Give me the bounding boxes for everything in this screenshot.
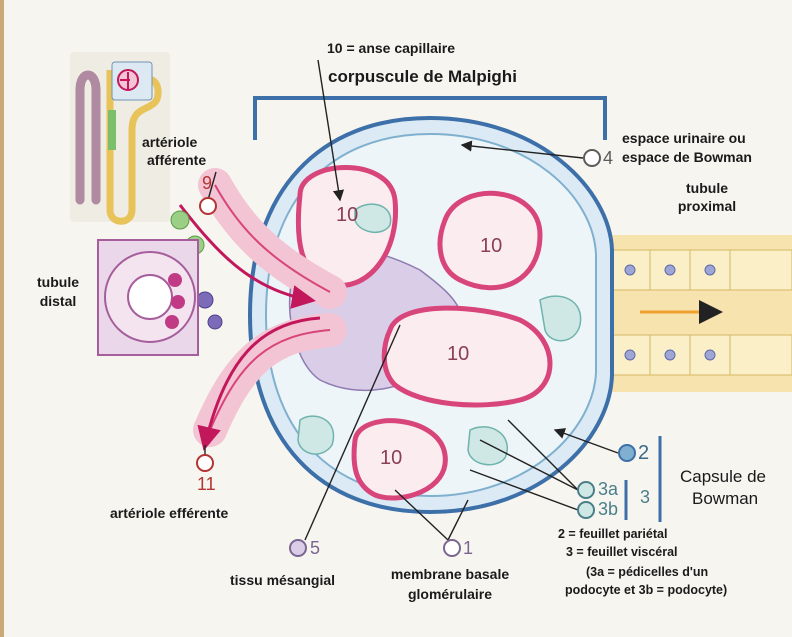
label-note-1: (3a = pédicelles d'un bbox=[586, 565, 708, 580]
label-feuillet-parietal: 2 = feuillet pariétal bbox=[558, 527, 667, 542]
distal-tubule bbox=[98, 240, 198, 355]
marker-11: 11 bbox=[197, 474, 216, 495]
label-arteriole-afferente-2: afférente bbox=[147, 152, 206, 169]
loop-number-right-top: 10 bbox=[480, 235, 502, 258]
marker-3b: 3b bbox=[598, 499, 618, 520]
label-tissu-mesangial: tissu mésangial bbox=[230, 572, 335, 589]
marker-9: 9 bbox=[202, 173, 212, 194]
marker-3: 3 bbox=[640, 487, 650, 508]
label-arteriole-afferente-1: artériole bbox=[142, 134, 197, 151]
label-tubule-proximal-2: proximal bbox=[660, 198, 754, 215]
label-tubule-distal-2: distal bbox=[28, 293, 88, 310]
label-capsule-1: Capsule de bbox=[680, 466, 766, 487]
label-anse-capillaire: 10 = anse capillaire bbox=[327, 40, 455, 57]
label-corpuscule: corpuscule de Malpighi bbox=[328, 68, 517, 85]
loop-number-right-bottom: 10 bbox=[447, 343, 469, 366]
proximal-tubule bbox=[600, 235, 792, 392]
label-note-2: podocyte et 3b = podocyte) bbox=[565, 583, 727, 598]
label-membrane-basale-1: membrane basale bbox=[380, 566, 520, 583]
label-espace-urinaire-1: espace urinaire ou bbox=[622, 130, 746, 147]
label-tubule-distal-1: tubule bbox=[28, 274, 88, 291]
loop-number-bottom: 10 bbox=[380, 447, 402, 470]
label-tubule-proximal-1: tubule bbox=[672, 180, 742, 197]
label-espace-urinaire-2: espace de Bowman bbox=[622, 149, 752, 166]
loop-number-top: 10 bbox=[336, 204, 358, 227]
marker-3a: 3a bbox=[598, 479, 618, 500]
label-membrane-basale-2: glomérulaire bbox=[380, 586, 520, 603]
marker-1: 1 bbox=[463, 538, 473, 559]
marker-4: 4 bbox=[603, 148, 613, 169]
label-feuillet-visceral: 3 = feuillet viscéral bbox=[566, 545, 678, 560]
page-border bbox=[0, 0, 4, 637]
label-capsule-2: Bowman bbox=[692, 488, 758, 509]
marker-5: 5 bbox=[310, 538, 320, 559]
label-arteriole-efferente: artériole efférente bbox=[110, 505, 228, 522]
marker-2: 2 bbox=[638, 442, 649, 465]
